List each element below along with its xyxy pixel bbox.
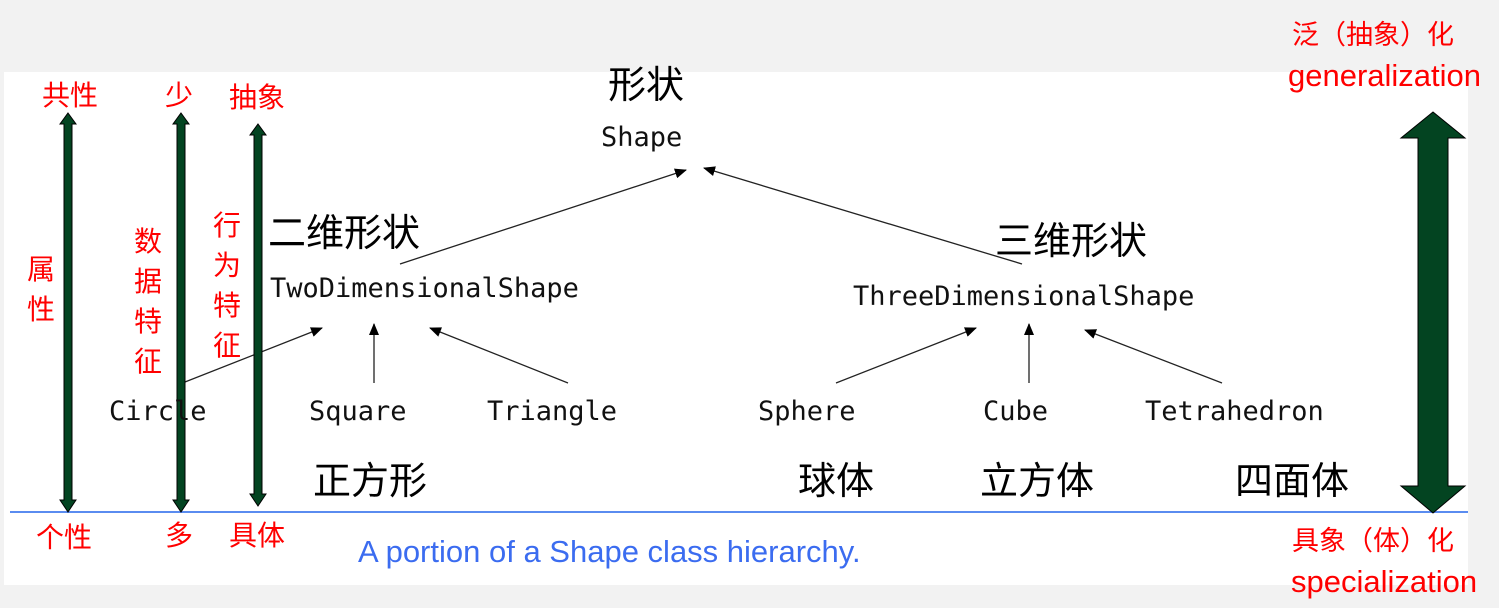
data-axis-arrow <box>172 112 190 513</box>
shape-zh-label: 形状 <box>608 63 685 107</box>
generalization-label: generalization <box>1288 58 1482 93</box>
attribute-axis-arrow <box>59 112 77 513</box>
specialization-label: specialization <box>1291 564 1478 599</box>
class-two-dimensional-shape: TwoDimensionalShape <box>270 273 579 304</box>
data-axis-label: 数据特征 <box>134 225 163 378</box>
edge-triangle-to-twod <box>429 327 569 384</box>
data-bottom-label: 多 <box>165 519 194 552</box>
three-d-zh-label: 三维形状 <box>995 219 1148 263</box>
class-square: Square <box>309 396 407 427</box>
attribute-top-label: 共性 <box>42 79 99 112</box>
sphere-zh-label: 球体 <box>798 459 875 503</box>
class-sphere: Sphere <box>758 396 856 427</box>
behavior-top-label: 抽象 <box>229 81 286 114</box>
two-d-zh-label: 二维形状 <box>268 211 421 255</box>
attribute-axis-label: 属性 <box>27 253 56 326</box>
generalization-zh-label: 泛（抽象）化 <box>1292 20 1454 50</box>
edge-tetrahedron-to-threed <box>1084 329 1223 384</box>
behavior-bottom-label: 具体 <box>229 519 286 552</box>
class-cube: Cube <box>983 396 1049 427</box>
square-zh-label: 正方形 <box>313 459 428 503</box>
data-top-label: 少 <box>165 79 194 112</box>
class-shape: Shape <box>601 122 683 153</box>
cube-zh-label: 立方体 <box>980 459 1095 503</box>
edge-twod-to-shape <box>399 168 687 265</box>
behavior-axis-arrow <box>249 123 267 507</box>
generalization-specialization-arrow <box>1399 111 1467 514</box>
class-circle: Circle <box>109 396 207 427</box>
attribute-bottom-label: 个性 <box>36 521 93 554</box>
edge-sphere-to-threed <box>835 327 977 384</box>
class-tetrahedron: Tetrahedron <box>1145 396 1324 427</box>
behavior-axis-label: 行为特征 <box>213 209 242 362</box>
diagram-caption: A portion of a Shape class hierarchy. <box>358 534 861 569</box>
edge-threed-to-shape <box>703 166 1023 265</box>
specialization-zh-label: 具象（体）化 <box>1292 526 1454 556</box>
diagram-panel <box>4 72 1468 585</box>
class-triangle: Triangle <box>487 396 618 427</box>
tetrahedron-zh-label: 四面体 <box>1235 459 1350 503</box>
class-three-dimensional-shape: ThreeDimensionalShape <box>853 281 1195 312</box>
